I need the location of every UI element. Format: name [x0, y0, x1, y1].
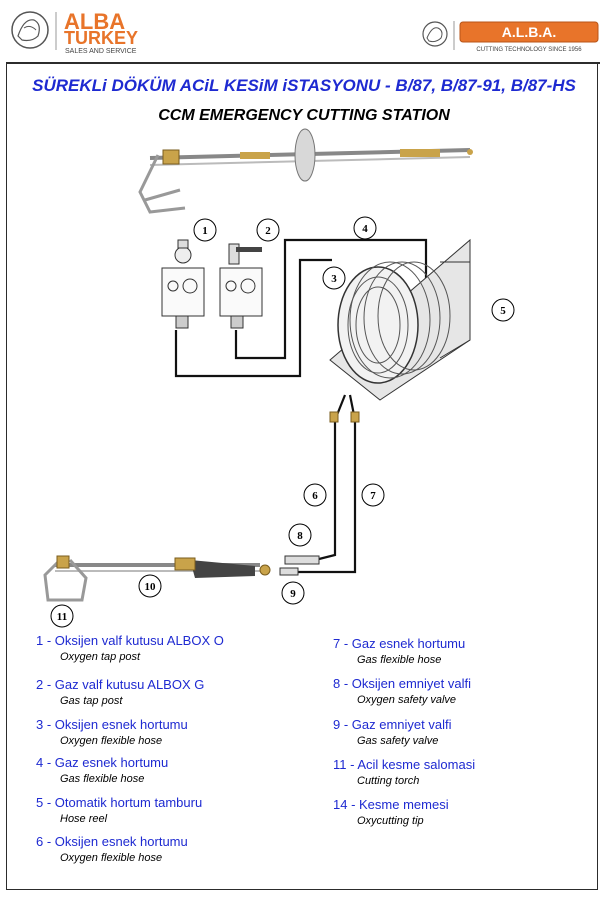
legend-en: Gas safety valve: [357, 735, 439, 747]
legend-item: 14 - Kesme memesi Oxycutting tip: [333, 797, 449, 827]
page-subtitle: CCM EMERGENCY CUTTING STATION: [158, 107, 450, 124]
legend-item: 8 - Oksijen emniyet valfi Oxygen safety …: [333, 676, 471, 706]
logo-alba-text: ALBA: [64, 9, 125, 34]
legend-tr: 2 - Gaz valf kutusu ALBOX G: [36, 677, 205, 692]
oxygen-tap-post: [161, 239, 205, 329]
svg-text:1: 1: [202, 225, 208, 237]
svg-text:4: 4: [362, 223, 368, 235]
svg-text:10: 10: [145, 581, 157, 593]
station-diagram: 1 2 3 4 5 6 7: [0, 120, 608, 630]
legend-en: Oxygen safety valve: [357, 694, 457, 706]
page-title: SÜREKLi DÖKÜM ACiL KESiM iSTASYONU - B/8…: [32, 76, 576, 95]
callout-11: 11: [50, 604, 74, 628]
legend-item: 4 - Gaz esnek hortumu Gas flexible hose: [36, 755, 168, 785]
legend-item: 11 - Acil kesme salomasi Cutting torch: [333, 757, 475, 787]
svg-text:3: 3: [331, 273, 337, 285]
legend-en: Gas tap post: [60, 695, 123, 707]
svg-text:8: 8: [297, 530, 303, 542]
legend-en: Oxycutting tip: [357, 815, 424, 827]
callout-2: 2: [256, 218, 280, 242]
svg-text:7: 7: [370, 490, 376, 502]
callout-9: 9: [281, 581, 305, 605]
legend-tr: 11 - Acil kesme salomasi: [333, 757, 476, 772]
logo-turkey-text: TURKEY: [64, 28, 138, 48]
legend-tr: 7 - Gaz esnek hortumu: [333, 636, 466, 651]
logo-alba-name: A.L.B.A.: [502, 24, 556, 40]
callout-5: 5: [491, 298, 515, 322]
callout-4: 4: [353, 216, 377, 240]
hose-reel: [329, 238, 471, 401]
legend-item: 5 - Otomatik hortum tamburu Hose reel: [36, 795, 202, 825]
alba-turkey-logo: ALBA TURKEY SALES AND SERVICE: [8, 6, 208, 56]
callout-1: 1: [193, 218, 217, 242]
svg-text:2: 2: [265, 225, 271, 237]
legend-tr: 4 - Gaz esnek hortumu: [36, 755, 169, 770]
legend-item: 7 - Gaz esnek hortumu Gas flexible hose: [333, 636, 465, 666]
callout-6: 6: [303, 483, 327, 507]
svg-text:9: 9: [290, 588, 296, 600]
legend-tr: 14 - Kesme memesi: [333, 797, 449, 812]
cutting-lance-illustration: [138, 128, 473, 214]
legend-en: Hose reel: [60, 813, 108, 825]
legend-item: 3 - Oksijen esnek hortumu Oxygen flexibl…: [36, 717, 188, 747]
legend-en: Oxygen flexible hose: [60, 735, 163, 747]
cutting-torch: [43, 555, 271, 602]
legend-tr: 3 - Oksijen esnek hortumu: [36, 717, 188, 732]
legend-tr: 5 - Otomatik hortum tamburu: [36, 795, 203, 810]
legend-tr: 1 - Oksijen valf kutusu ALBOX O: [36, 633, 224, 648]
callout-10: 10: [138, 574, 162, 598]
callout-8: 8: [288, 523, 312, 547]
legend-en: Oxygen flexible hose: [60, 852, 163, 864]
svg-text:5: 5: [500, 305, 506, 317]
legend-item: 1 - Oksijen valf kutusu ALBOX O Oxygen t…: [36, 633, 224, 663]
page-frame: [6, 62, 598, 890]
alba-logo: A.L.B.A. CUTTING TECHNOLOGY SINCE 1956: [420, 18, 602, 54]
gas-tap-post: [219, 243, 263, 329]
gas-safety-valve: [279, 567, 299, 576]
legend-en: Cutting torch: [357, 775, 420, 787]
logo-tagline: CUTTING TECHNOLOGY SINCE 1956: [476, 47, 582, 53]
logo-sales-text: SALES AND SERVICE: [65, 48, 137, 55]
callout-7: 7: [361, 483, 385, 507]
oxygen-safety-valve: [284, 555, 320, 565]
legend-en: Oxygen tap post: [60, 651, 141, 663]
header-divider: [6, 62, 600, 64]
legend-item: 9 - Gaz emniyet valfi Gas safety valve: [333, 717, 452, 747]
svg-text:11: 11: [57, 611, 67, 623]
callout-3: 3: [322, 266, 346, 290]
legend-item: 2 - Gaz valf kutusu ALBOX G Gas tap post: [36, 677, 204, 707]
legend-en: Gas flexible hose: [60, 773, 145, 785]
legend-en: Gas flexible hose: [357, 654, 442, 666]
legend-tr: 9 - Gaz emniyet valfi: [333, 717, 452, 732]
legend-tr: 8 - Oksijen emniyet valfi: [333, 676, 471, 691]
svg-text:6: 6: [312, 490, 318, 502]
legend-item: 6 - Oksijen esnek hortumu Oxygen flexibl…: [36, 834, 188, 864]
legend-tr: 6 - Oksijen esnek hortumu: [36, 834, 188, 849]
